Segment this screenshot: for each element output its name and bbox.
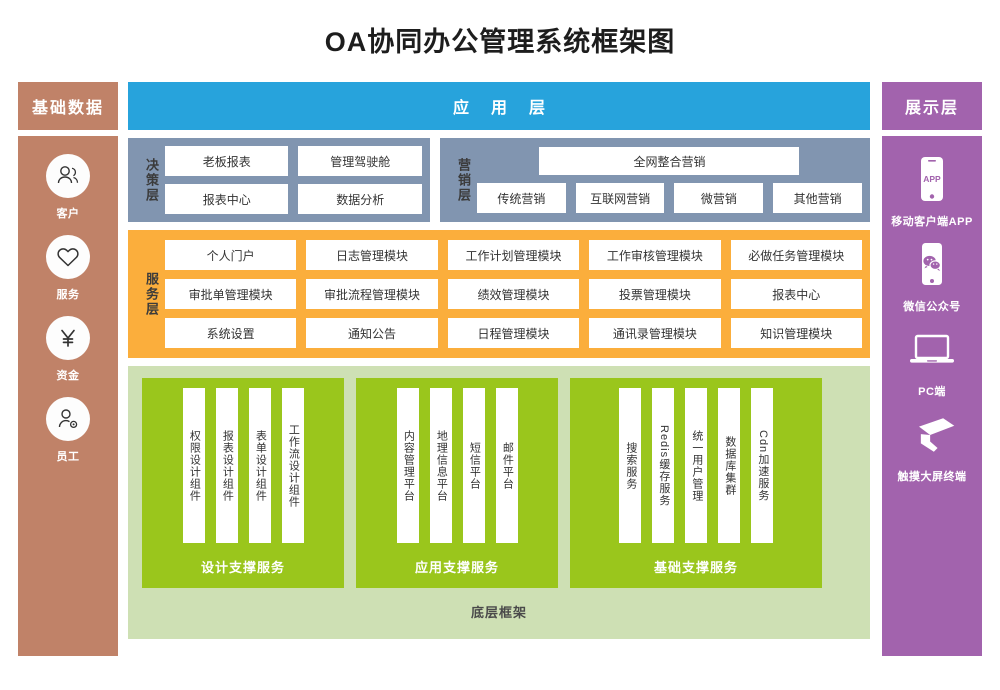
- display-item-label: 触摸大屏终端: [897, 471, 967, 483]
- wechat-phone-icon: [906, 239, 958, 291]
- service-cell[interactable]: 通知公告: [306, 318, 438, 348]
- phone-app-icon: APP: [906, 154, 958, 206]
- framework-column[interactable]: 地理信息平台: [429, 388, 452, 543]
- page-title: OA协同办公管理系统框架图: [324, 27, 676, 57]
- framework-group-application: 内容管理平台 地理信息平台 短信平台 邮件平台 应用支撑服务: [356, 378, 558, 588]
- display-item-label: PC端: [918, 386, 946, 398]
- display-item-pc[interactable]: PC端: [906, 324, 958, 399]
- display-item-wechat[interactable]: 微信公众号: [903, 239, 961, 314]
- decision-cell[interactable]: 老板报表: [164, 146, 289, 176]
- display-item-kiosk[interactable]: 触摸大屏终端: [898, 409, 967, 484]
- marketing-cell[interactable]: 传统营销: [476, 183, 566, 213]
- service-cell[interactable]: 系统设置: [164, 318, 297, 348]
- framework-group-label: 基础支撑服务: [653, 560, 738, 575]
- framework-group-label: 设计支撑服务: [200, 560, 285, 575]
- framework-column[interactable]: 工作流设计组件: [281, 388, 304, 543]
- service-cell[interactable]: 日志管理模块: [306, 240, 438, 270]
- marketing-layer-label: 营销层: [455, 157, 471, 203]
- framework-layer-panel: 权限设计组件 报表设计组件 表单设计组件 工作流设计组件 设计支撑服务 内容管理…: [128, 366, 870, 639]
- marketing-cell[interactable]: 互联网营销: [575, 183, 665, 213]
- display-item-label: 移动客户端APP: [891, 216, 973, 228]
- right-sidebar-header: 展示层: [882, 82, 982, 130]
- svg-text:APP: APP: [923, 174, 941, 184]
- sidebar-item-employee[interactable]: 员工: [46, 397, 90, 464]
- framework-column[interactable]: Redis缓存服务: [652, 388, 674, 543]
- user-gear-icon: [46, 397, 90, 441]
- service-cell[interactable]: 审批流程管理模块: [306, 279, 438, 309]
- sidebar-item-label: 服务: [56, 289, 80, 301]
- service-cell[interactable]: 个人门户: [164, 240, 297, 270]
- framework-group-design: 权限设计组件 报表设计组件 表单设计组件 工作流设计组件 设计支撑服务: [142, 378, 344, 588]
- left-sidebar-body: 客户 服务 资金: [18, 136, 118, 656]
- service-cell[interactable]: 日程管理模块: [447, 318, 580, 348]
- display-item-label: 微信公众号: [903, 301, 961, 313]
- framework-column[interactable]: 内容管理平台: [396, 388, 419, 543]
- marketing-bottom-row: 传统营销 互联网营销 微营销 其他营销: [476, 183, 862, 213]
- marketing-cell[interactable]: 其他营销: [773, 183, 862, 213]
- marketing-top-row: 全网整合营销: [477, 147, 862, 175]
- framework-column[interactable]: 搜索服务: [619, 388, 641, 543]
- service-cell[interactable]: 绩效管理模块: [447, 279, 580, 309]
- service-cell[interactable]: 审批单管理模块: [164, 279, 297, 309]
- yen-icon: [46, 316, 90, 360]
- decision-cell[interactable]: 报表中心: [164, 184, 289, 214]
- framework-column[interactable]: Cdn加速服务: [751, 388, 773, 543]
- decision-cell[interactable]: 管理驾驶舱: [298, 146, 422, 176]
- marketing-cell[interactable]: 微营销: [674, 183, 764, 213]
- framework-column[interactable]: 统一用户管理: [685, 388, 707, 543]
- left-sidebar-header: 基础数据: [18, 82, 118, 130]
- users-icon: [46, 154, 90, 198]
- display-item-mobile-app[interactable]: APP 移动客户端APP: [891, 154, 973, 229]
- laptop-icon: [906, 324, 958, 376]
- sidebar-item-label: 客户: [56, 208, 80, 220]
- framework-column[interactable]: 邮件平台: [495, 388, 518, 543]
- kiosk-screen-icon: [906, 409, 958, 461]
- framework-columns: 内容管理平台 地理信息平台 短信平台 邮件平台: [356, 388, 558, 543]
- framework-column[interactable]: 表单设计组件: [248, 388, 271, 543]
- marketing-cell[interactable]: 全网整合营销: [539, 147, 800, 175]
- right-sidebar-body: APP 移动客户端APP 微信公众号: [882, 136, 982, 656]
- decision-cell[interactable]: 数据分析: [298, 184, 422, 214]
- application-layer-header: 应用层: [128, 82, 870, 130]
- framework-column[interactable]: 短信平台: [462, 388, 485, 543]
- marketing-layer-stack: 全网整合营销 传统营销 互联网营销 微营销 其他营销: [476, 146, 862, 214]
- framework-columns: 搜索服务 Redis缓存服务 统一用户管理 数据库集群 Cdn加速服务: [570, 388, 822, 543]
- framework-column[interactable]: 报表设计组件: [215, 388, 238, 543]
- sidebar-item-customer[interactable]: 客户: [46, 154, 90, 221]
- service-layer-grid: 个人门户 日志管理模块 工作计划管理模块 工作审核管理模块 必做任务管理模块 审…: [164, 240, 862, 348]
- service-cell[interactable]: 知识管理模块: [730, 318, 862, 348]
- framework-groups: 权限设计组件 报表设计组件 表单设计组件 工作流设计组件 设计支撑服务 内容管理…: [142, 378, 856, 588]
- sidebar-item-service[interactable]: 服务: [46, 235, 90, 302]
- service-cell[interactable]: 必做任务管理模块: [730, 240, 862, 270]
- service-cell[interactable]: 通讯录管理模块: [589, 318, 721, 348]
- service-layer-label: 服务层: [143, 271, 159, 317]
- framework-column[interactable]: 权限设计组件: [182, 388, 205, 543]
- sidebar-item-label: 资金: [56, 370, 80, 382]
- center-stack: 应用层 决策层 老板报表 管理驾驶舱 报表中心 数据分析 营销层 全网整合营销: [128, 82, 870, 639]
- framework-group-label: 应用支撑服务: [414, 560, 499, 575]
- marketing-layer-panel: 营销层 全网整合营销 传统营销 互联网营销 微营销 其他营销: [440, 138, 870, 222]
- framework-group-infrastructure: 搜索服务 Redis缓存服务 统一用户管理 数据库集群 Cdn加速服务 基础支撑…: [570, 378, 822, 588]
- heart-icon: [46, 235, 90, 279]
- decision-layer-grid: 老板报表 管理驾驶舱 报表中心 数据分析: [164, 146, 422, 214]
- framework-columns: 权限设计组件 报表设计组件 表单设计组件 工作流设计组件: [142, 388, 344, 543]
- framework-footer-label: 底层框架: [470, 605, 527, 620]
- service-layer-panel: 服务层 个人门户 日志管理模块 工作计划管理模块 工作审核管理模块 必做任务管理…: [128, 230, 870, 358]
- sidebar-item-label: 员工: [56, 451, 80, 463]
- sidebar-item-funds[interactable]: 资金: [46, 316, 90, 383]
- service-cell[interactable]: 投票管理模块: [589, 279, 721, 309]
- decision-layer-label: 决策层: [143, 157, 159, 203]
- service-cell[interactable]: 报表中心: [730, 279, 862, 309]
- framework-column[interactable]: 数据库集群: [718, 388, 740, 543]
- service-cell[interactable]: 工作审核管理模块: [589, 240, 721, 270]
- service-cell[interactable]: 工作计划管理模块: [447, 240, 580, 270]
- decision-marketing-band: 决策层 老板报表 管理驾驶舱 报表中心 数据分析 营销层 全网整合营销 传统营销: [128, 138, 870, 222]
- decision-layer-panel: 决策层 老板报表 管理驾驶舱 报表中心 数据分析: [128, 138, 430, 222]
